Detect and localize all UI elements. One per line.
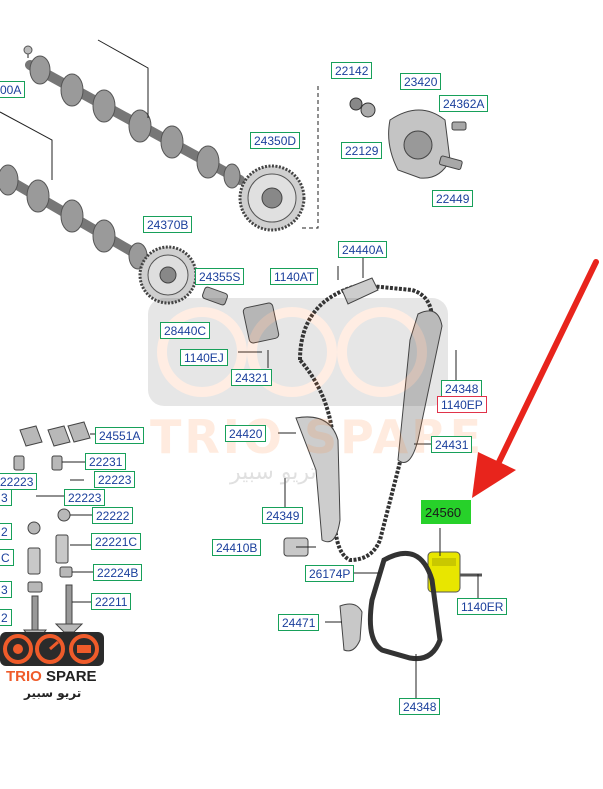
logo-wordmark: TRIO SPARE [6,668,97,685]
highlighted-tensioner [427,551,482,593]
part-label-highlighted: 24560 [421,500,471,524]
part-label: 26174P [305,565,355,582]
part-label: 24321 [231,369,273,386]
intake-cvvt-sprocket [238,164,306,232]
part-label-clipped: 3 [0,581,12,598]
part-label: 22221C [91,533,142,550]
part-label: 24370B [143,216,193,233]
logo-wordmark-part2: SPARE [46,668,97,685]
timing-chain-guide [295,277,443,543]
part-label: 22223 [0,473,38,490]
part-label: 22129 [341,142,383,159]
part-label: 24350D [250,132,301,149]
part-label: 22223 [94,471,136,488]
sprocket-bolt [202,286,228,306]
part-label: 24431 [431,436,473,453]
oil-pump-belt [367,550,443,662]
part-label: 22142 [331,62,373,79]
logo-arabic: تريو سبير [24,686,82,700]
cover-bolt [438,121,467,170]
logo-wordmark-part1: TRIO [6,668,46,685]
part-label: 22222 [92,507,134,524]
part-label: 24440A [338,241,388,258]
part-label: 22224B [93,564,143,581]
watermark-logo-graphic [148,298,448,406]
part-label: 24410B [212,539,262,556]
part-label-clipped: 3 [0,489,12,506]
part-label: 24362A [439,95,489,112]
valve-train-parts [13,421,91,639]
part-label: 22211 [91,593,132,610]
part-label-clipped: C [0,549,14,566]
part-label: 1140EJ [180,349,228,366]
part-label: 24420 [225,425,267,442]
part-label: 00A [0,81,26,98]
part-label: 1140AT [270,268,319,285]
part-label: 23420 [400,73,442,90]
part-label: 1140EP [437,396,487,413]
red-pointer-arrow [472,259,599,498]
part-label: 28440C [160,322,211,339]
part-label-clipped: 2 [0,609,12,626]
part-label: 24349 [262,507,304,524]
part-label: 24355S [195,268,245,285]
chain-tensioner [242,302,363,652]
trio-spare-logo [0,632,104,666]
exhaust-camshaft [0,164,155,270]
part-label: 24471 [278,614,320,631]
watermark-arabic: تريو سبير [230,460,317,485]
cvvt-cover-plate [349,97,451,179]
part-label: 22449 [432,190,474,207]
exhaust-cvvt-sprocket [138,245,198,305]
part-label: 1140ER [457,598,508,615]
part-label: 24551A [95,427,145,444]
part-label: 22223 [64,489,106,506]
intake-camshaft [25,55,245,189]
part-label-clipped: 2 [0,523,12,540]
watermark-brand: TRIO SPARE [150,410,485,464]
part-label: 22231 [85,453,127,470]
part-label: 24348 [441,380,483,397]
part-label: 24348 [399,698,441,715]
